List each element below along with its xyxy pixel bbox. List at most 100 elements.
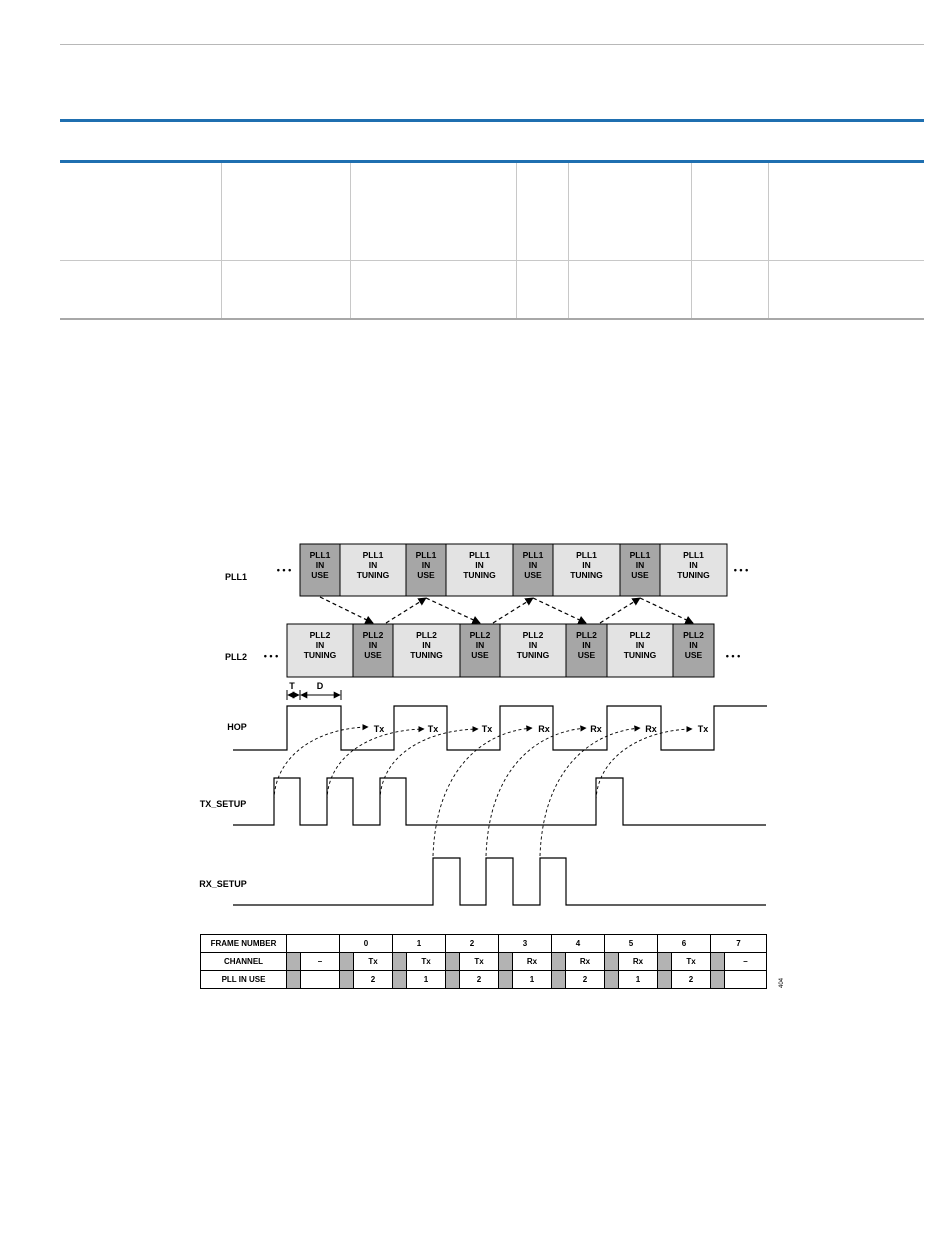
pll2-block-text: TUNING — [517, 650, 550, 660]
table-column-divider — [768, 163, 769, 318]
hop-annotation: Rx — [590, 724, 602, 734]
pll1-block-text: PLL1 — [576, 550, 597, 560]
pll2-block-text: IN — [582, 640, 591, 650]
pll2-block-text: IN — [476, 640, 485, 650]
pll1-block-text: PLL1 — [523, 550, 544, 560]
frame-cell: 7 — [710, 934, 767, 953]
hop-annotation: Rx — [645, 724, 657, 734]
frame-table: FRAME NUMBER 0 1 2 3 4 5 6 7 CHANNEL – T… — [200, 934, 767, 989]
page-header-rule — [60, 44, 924, 45]
pll-cell — [300, 970, 340, 989]
pll-value: 2 — [688, 975, 694, 984]
pll2-block-text: PLL2 — [310, 630, 331, 640]
pll2-block-in-tuning — [286, 623, 354, 678]
pll2-block-text: IN — [689, 640, 698, 650]
frame-cell: 6 — [657, 934, 711, 953]
pll1-block-in-use — [299, 543, 341, 597]
pll2-block-text: PLL2 — [470, 630, 491, 640]
pll2-block-text: PLL2 — [416, 630, 437, 640]
channel-cell: Tx — [339, 952, 393, 971]
channel-value: Tx — [368, 957, 378, 966]
pll2-block-in-use — [565, 623, 608, 678]
channel-value: Tx — [474, 957, 484, 966]
pll1-block-text: PLL1 — [363, 550, 384, 560]
setup-link-curve — [595, 725, 693, 801]
row-label: FRAME NUMBER — [200, 934, 287, 953]
pll-value: 1 — [635, 975, 641, 984]
frame-cell: 5 — [604, 934, 658, 953]
table-column-divider — [568, 163, 569, 318]
pll1-block-text: IN — [529, 560, 538, 570]
rx-setup-waveform — [233, 857, 766, 906]
pll-value: 2 — [476, 975, 482, 984]
pll1-block-text: IN — [475, 560, 484, 570]
pll1-block-text: USE — [311, 570, 329, 580]
handoff-arrow — [425, 597, 481, 624]
pll1-block-text: PLL1 — [416, 550, 437, 560]
pll2-block-text: USE — [685, 650, 703, 660]
setup-gap-cell — [286, 952, 301, 971]
figure-id: 404 — [779, 977, 785, 988]
frame-cell: 1 — [392, 934, 446, 953]
pll-cell: 2 — [657, 970, 711, 989]
setup-link-curve — [539, 725, 641, 857]
pll1-block-text: USE — [417, 570, 435, 580]
pll2-block-text: USE — [364, 650, 382, 660]
pll2-block-in-use — [672, 623, 715, 678]
pll1-block-text: PLL1 — [310, 550, 331, 560]
pll1-block-text: IN — [369, 560, 378, 570]
hop-annotation: Tx — [698, 724, 709, 734]
pll2-block-text: IN — [529, 640, 538, 650]
setup-link-curve — [379, 725, 479, 801]
ellipsis-left: • • • — [264, 651, 278, 661]
pll1-block-text: TUNING — [463, 570, 496, 580]
channel-cell: Rx — [604, 952, 658, 971]
frame-cell: 0 — [339, 934, 393, 953]
pll-cell: 1 — [604, 970, 658, 989]
pll2-block-text: IN — [316, 640, 325, 650]
pll2-block-in-use — [352, 623, 394, 678]
pll2-label: PLL2 — [225, 652, 247, 662]
channel-row: CHANNEL – Tx Tx Tx Rx Rx Rx Tx – — [200, 952, 767, 971]
pll2-block-in-tuning — [606, 623, 674, 678]
pll-cell: 2 — [551, 970, 605, 989]
pll1-block-in-use — [619, 543, 661, 597]
pll-cell — [710, 970, 767, 989]
setup-link-curve — [432, 725, 533, 857]
channel-cell: Tx — [445, 952, 499, 971]
hop-annotation: Tx — [428, 724, 439, 734]
hop-annotation: Tx — [374, 724, 385, 734]
channel-value: Tx — [686, 957, 696, 966]
channel-value: – — [743, 957, 748, 966]
pll1-block-text: PLL1 — [630, 550, 651, 560]
pll2-block-in-tuning — [499, 623, 567, 678]
setup-link-curve — [273, 723, 369, 801]
d-label: D — [317, 681, 324, 691]
pll-value: 1 — [423, 975, 429, 984]
ellipsis-right: • • • — [726, 651, 740, 661]
hop-annotation: Rx — [538, 724, 550, 734]
pll2-block-text: USE — [471, 650, 489, 660]
tx-setup-waveform — [233, 777, 766, 826]
pll2-block-text: PLL2 — [630, 630, 651, 640]
row-label: PLL IN USE — [200, 970, 287, 989]
setup-gap-cell — [286, 970, 301, 989]
pll2-block-text: IN — [369, 640, 378, 650]
channel-value: Tx — [421, 957, 431, 966]
channel-cell: Tx — [392, 952, 446, 971]
pll1-block-text: PLL1 — [683, 550, 704, 560]
channel-value: Rx — [526, 957, 538, 966]
pll2-block-text: PLL2 — [363, 630, 384, 640]
table-column-divider — [350, 163, 351, 318]
setup-link-curve — [326, 725, 425, 801]
frame-cell: 4 — [551, 934, 605, 953]
pll1-block-text: IN — [422, 560, 431, 570]
pll1-block-in-use — [405, 543, 447, 597]
ellipsis-right: • • • — [734, 565, 748, 575]
pll1-block-text: IN — [636, 560, 645, 570]
handoff-arrow — [599, 597, 641, 624]
pll2-block-in-use — [459, 623, 501, 678]
pll-value: 2 — [582, 975, 588, 984]
frame-cell: 2 — [445, 934, 499, 953]
